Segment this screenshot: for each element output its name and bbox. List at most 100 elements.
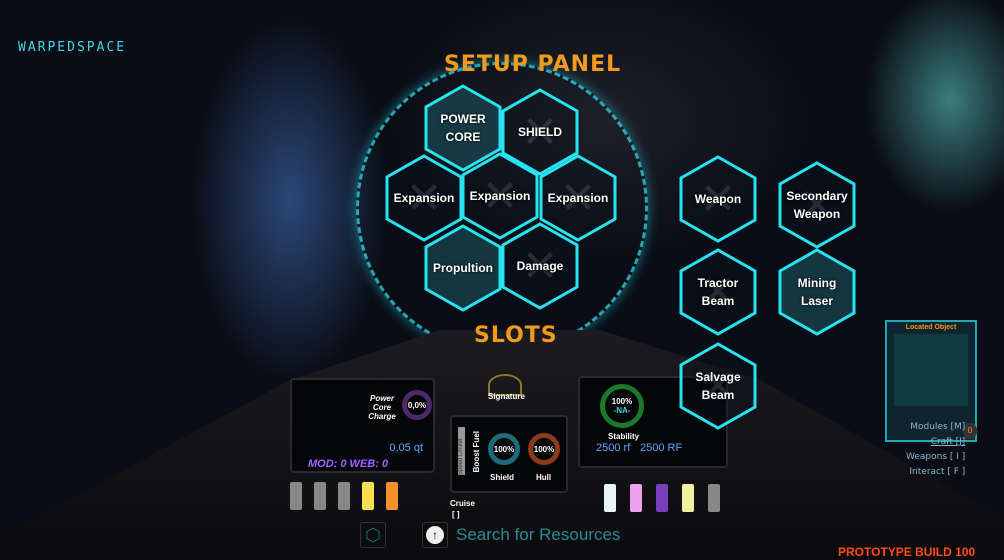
toggle-switch[interactable] bbox=[656, 484, 668, 512]
mod-web-readout: MOD: 0 WEB: 0 bbox=[308, 458, 389, 470]
hexagon-frame bbox=[501, 88, 579, 176]
hexagon-frame bbox=[679, 248, 757, 336]
right-switches bbox=[604, 484, 720, 512]
power-core-value: 0,0% bbox=[407, 400, 427, 410]
hexagon-frame bbox=[385, 154, 463, 242]
stability-sub: -NA- bbox=[613, 406, 631, 415]
toggle-switch[interactable] bbox=[290, 482, 302, 510]
empty-slot-icon: ✕ bbox=[699, 267, 737, 317]
hexagon-frame bbox=[679, 342, 757, 430]
slot-label: Expansion bbox=[469, 189, 531, 203]
slot-label: Tractor Beam bbox=[697, 276, 739, 308]
tractor-beam-slot[interactable]: ✕Tractor Beam bbox=[678, 247, 758, 337]
mining-laser-slot[interactable]: Mining Laser bbox=[777, 247, 857, 337]
located-object-title: Located Object bbox=[905, 324, 957, 331]
menu-craft[interactable]: Craft [J] bbox=[930, 437, 966, 447]
toggle-switch[interactable] bbox=[338, 482, 350, 510]
toggle-switch[interactable] bbox=[708, 484, 720, 512]
hull-gauge: 100% bbox=[528, 433, 560, 465]
toggle-switch[interactable] bbox=[630, 484, 642, 512]
build-label: PROTOTYPE BUILD 100 bbox=[838, 545, 976, 559]
up-arrow-button[interactable]: ↑ bbox=[422, 522, 448, 548]
hull-value: 100% bbox=[533, 444, 555, 454]
shield-label: Shield bbox=[490, 473, 515, 482]
hexagon-frame bbox=[778, 161, 856, 249]
power-core-label: Power Core Charge bbox=[368, 394, 396, 421]
toggle-switch[interactable] bbox=[682, 484, 694, 512]
radar-icon bbox=[488, 374, 522, 396]
slots-title: SLOTS bbox=[474, 323, 558, 348]
damage-slot[interactable]: ✕Damage bbox=[500, 221, 580, 311]
empty-slot-icon: ✕ bbox=[699, 361, 737, 411]
empty-slot-icon: ✕ bbox=[521, 241, 559, 291]
up-arrow-icon: ↑ bbox=[426, 526, 444, 544]
power-core-gauge: 0,0% bbox=[402, 390, 432, 420]
right-screen: 100%-NA- Stability 2500 rf 2500 RF bbox=[578, 376, 728, 468]
located-badge: 0 bbox=[962, 423, 978, 439]
slot-label: Damage bbox=[516, 259, 564, 273]
hexagon-frame bbox=[424, 84, 502, 172]
slot-label: POWER CORE bbox=[440, 112, 486, 144]
salvage-beam-slot[interactable]: ✕Salvage Beam bbox=[678, 341, 758, 431]
game-logo: WARPEDSPACE bbox=[18, 40, 127, 55]
empty-slot-icon: ✕ bbox=[521, 107, 559, 157]
stability-value: 100% bbox=[611, 397, 633, 406]
search-resources-label[interactable]: Search for Resources bbox=[456, 525, 621, 544]
toggle-switch[interactable] bbox=[314, 482, 326, 510]
empty-slot-icon: ✕ bbox=[481, 171, 519, 221]
speed-limiter-bar[interactable]: Speed Limiter bbox=[458, 427, 465, 475]
hexagon-frame bbox=[539, 154, 617, 242]
cruise-value: [ ] bbox=[452, 510, 460, 519]
boost-fuel-label: Boost Fuel bbox=[472, 431, 481, 473]
slot-label: Salvage Beam bbox=[695, 370, 741, 402]
left-switches bbox=[290, 482, 398, 510]
shield-slot[interactable]: ✕SHIELD bbox=[500, 87, 580, 177]
menu-weapons[interactable]: Weapons [ I ] bbox=[906, 452, 966, 462]
secondary-weapon-slot[interactable]: ✕Secondary Weapon bbox=[777, 160, 857, 250]
expansion-slot-3[interactable]: ✕Expansion bbox=[538, 153, 618, 243]
rf-left: 2500 rf bbox=[596, 442, 631, 454]
stability-gauge: 100%-NA- bbox=[600, 384, 644, 428]
empty-slot-icon: ✕ bbox=[405, 173, 443, 223]
empty-slot-icon: ✕ bbox=[699, 174, 737, 224]
expansion-slot-1[interactable]: ✕Expansion bbox=[384, 153, 464, 243]
setup-panel-title: SETUP PANEL bbox=[444, 52, 622, 77]
signature-label: Signature bbox=[488, 392, 525, 401]
slot-label: Mining Laser bbox=[797, 276, 837, 308]
weapon-slot[interactable]: ✕Weapon bbox=[678, 154, 758, 244]
toggle-switch[interactable] bbox=[362, 482, 374, 510]
empty-slot-icon: ✕ bbox=[798, 180, 836, 230]
slot-label: Secondary Weapon bbox=[786, 189, 848, 221]
shield-gauge: 100% bbox=[488, 433, 520, 465]
hexagon-frame bbox=[679, 155, 757, 243]
menu-modules[interactable]: Modules [M] bbox=[910, 422, 966, 432]
left-screen: Power Core Charge 0,0% 0,05 qt MOD: 0 WE… bbox=[290, 378, 435, 473]
propulsion-slot[interactable]: Propultion bbox=[423, 223, 503, 313]
shield-value: 100% bbox=[493, 444, 515, 454]
toggle-switch[interactable] bbox=[604, 484, 616, 512]
empty-slot-icon: ✕ bbox=[559, 173, 597, 223]
hull-label: Hull bbox=[536, 473, 552, 482]
cruise-label: Cruise bbox=[450, 499, 475, 508]
fuel-value: 0,05 qt bbox=[389, 442, 423, 454]
hexagon-frame bbox=[424, 224, 502, 312]
slot-label: Expansion bbox=[547, 191, 609, 205]
hexagon-button[interactable]: ⬡ bbox=[360, 522, 386, 548]
rf-right: 2500 RF bbox=[640, 442, 683, 454]
power-core-slot[interactable]: POWER CORE bbox=[423, 83, 503, 173]
hexagon-frame bbox=[501, 222, 579, 310]
center-screen: Speed Limiter Boost Fuel 100% Shield 100… bbox=[450, 415, 568, 493]
located-object-panel: Located Object bbox=[885, 320, 977, 442]
expansion-slot-2[interactable]: ✕Expansion bbox=[460, 151, 540, 241]
stability-label: Stability bbox=[608, 432, 640, 441]
slot-label: Expansion bbox=[393, 191, 455, 205]
menu-interact[interactable]: Interact [ F ] bbox=[909, 467, 966, 477]
slot-label: Propultion bbox=[433, 261, 493, 275]
toggle-switch[interactable] bbox=[386, 482, 398, 510]
slot-label: Weapon bbox=[694, 192, 742, 206]
hexagon-frame bbox=[778, 248, 856, 336]
located-object-preview bbox=[894, 334, 968, 406]
located-menu: Modules [M] Craft [J] Weapons [ I ] Inte… bbox=[906, 420, 965, 480]
hexagon-frame bbox=[461, 152, 539, 240]
slot-label: SHIELD bbox=[517, 125, 562, 139]
